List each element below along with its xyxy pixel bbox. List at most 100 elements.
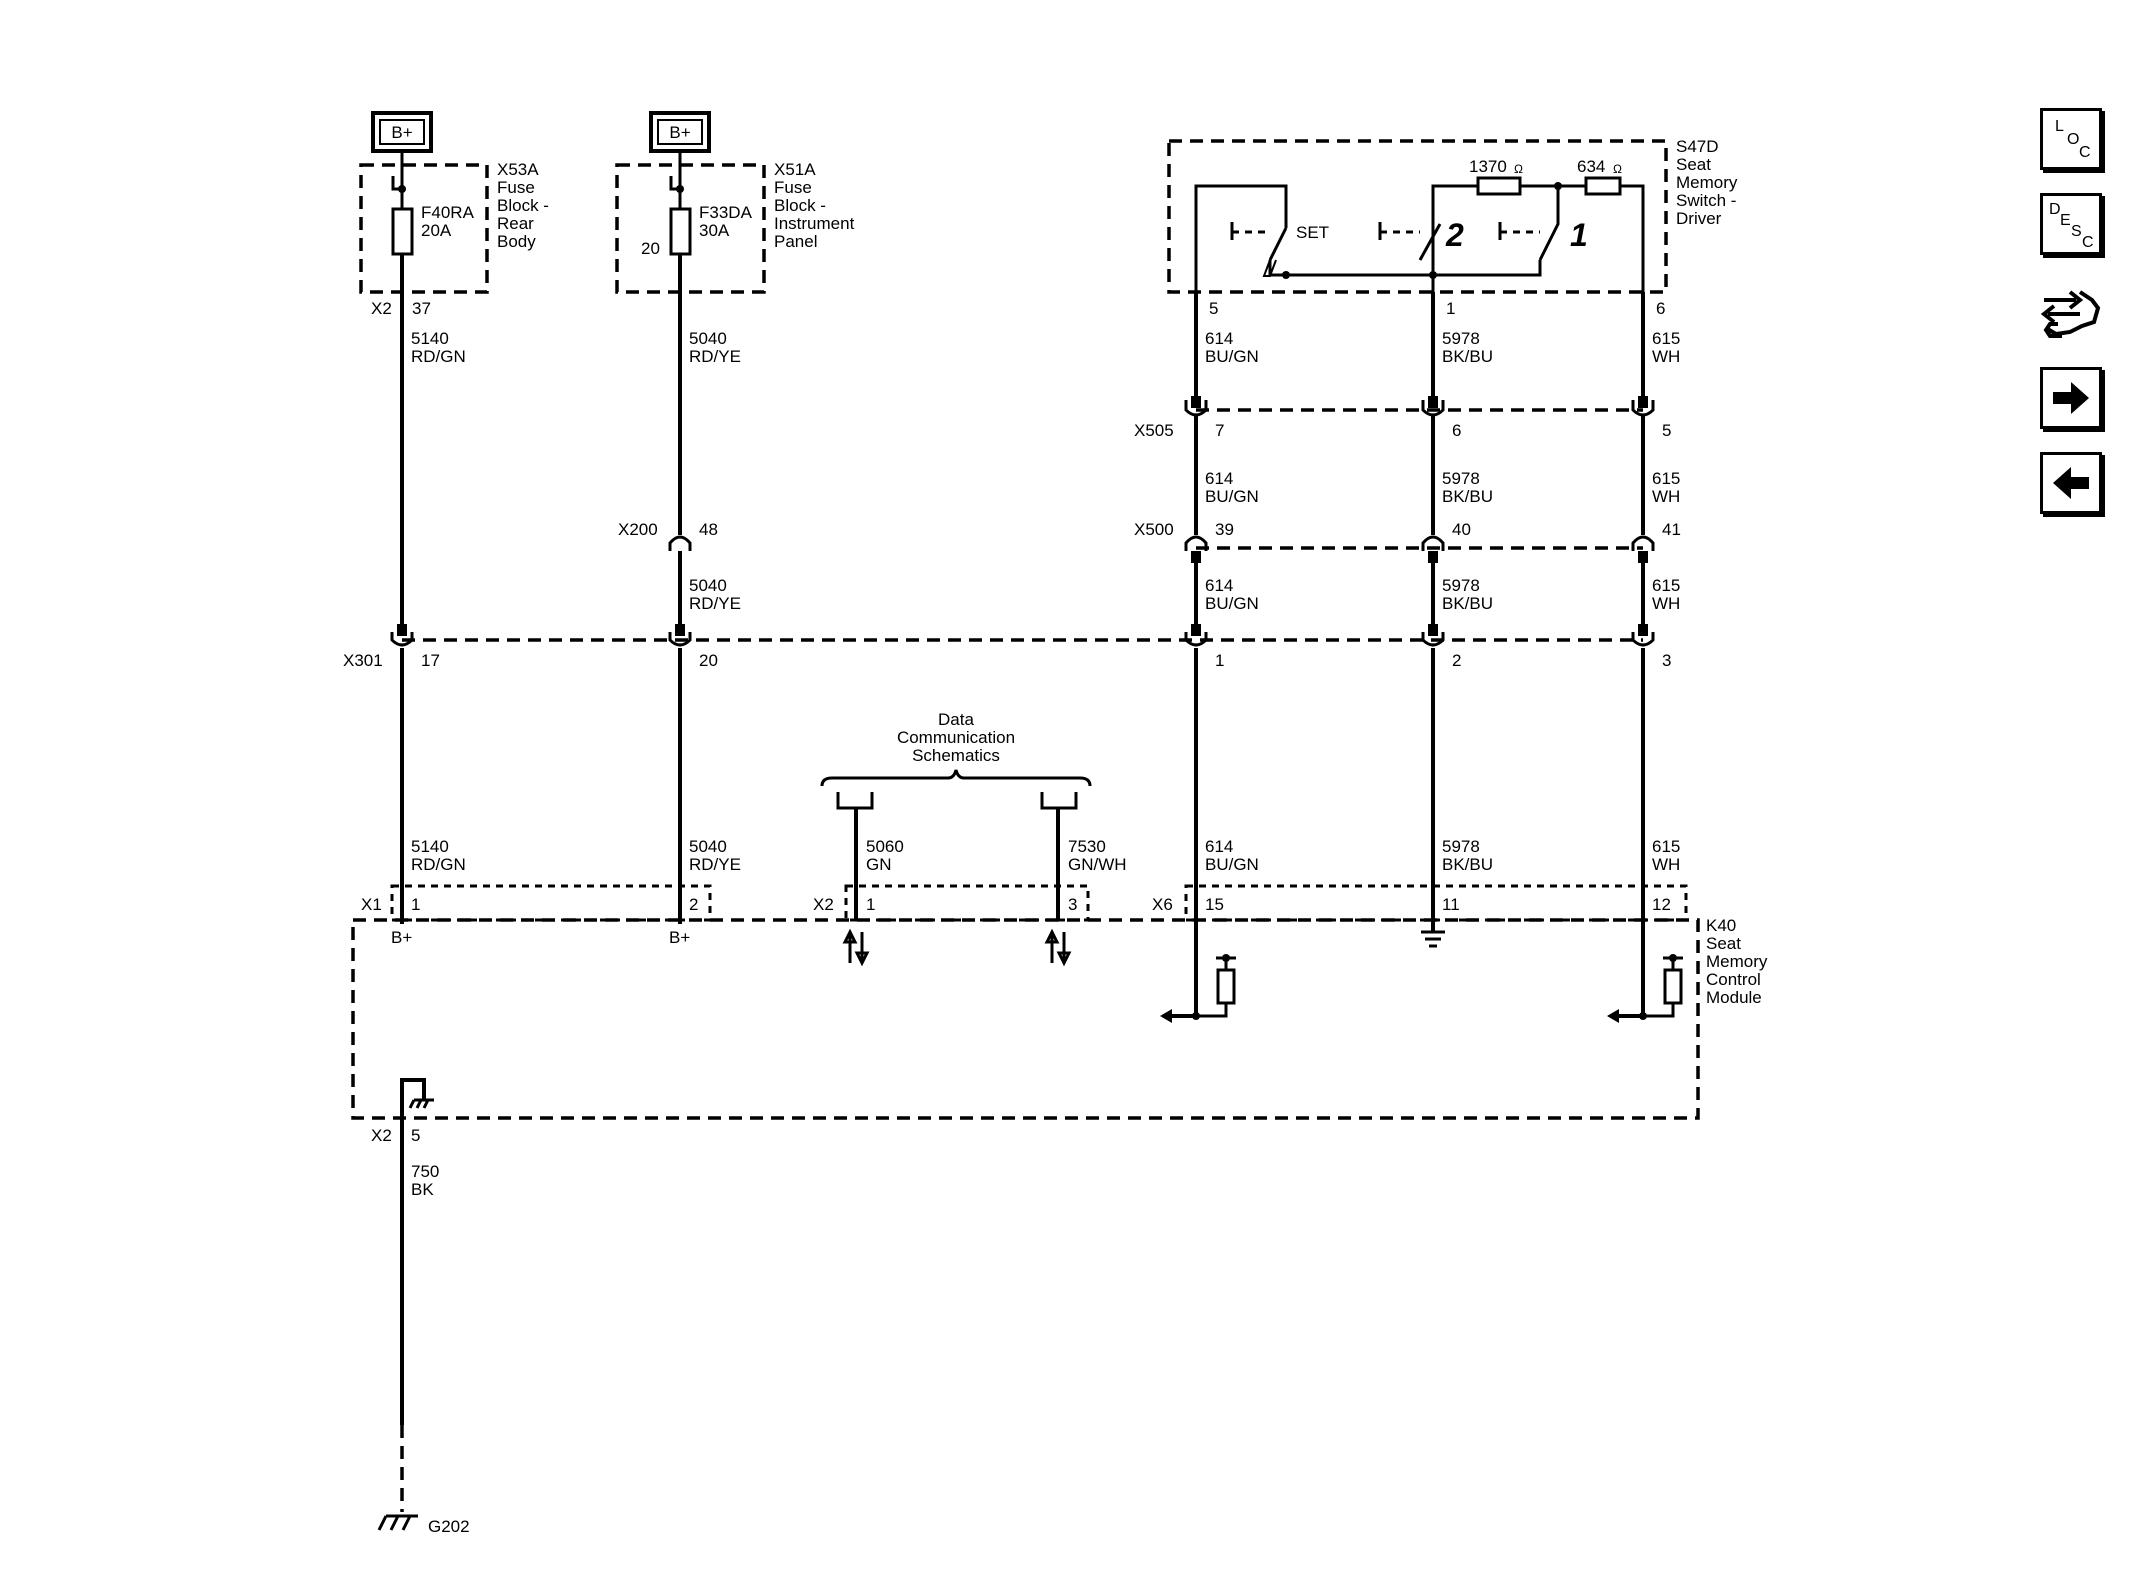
svg-text:WH: WH [1652,347,1680,366]
svg-text:Memory: Memory [1706,952,1768,971]
svg-text:X505: X505 [1134,421,1174,440]
svg-text:Module: Module [1706,988,1762,1007]
memory-button-1-label: 1 [1570,217,1588,253]
svg-text:5060: 5060 [866,837,904,856]
svg-text:X6: X6 [1152,895,1173,914]
svg-text:Instrument: Instrument [774,214,855,233]
svg-text:5978: 5978 [1442,469,1480,488]
svg-text:Rear: Rear [497,214,534,233]
svg-text:X2: X2 [371,1126,392,1145]
svg-text:1: 1 [866,895,875,914]
svg-text:12: 12 [1652,895,1671,914]
svg-text:2: 2 [1452,651,1461,670]
fuse-f33da-label: F33DA [699,203,753,222]
location-button[interactable]: L O C [2040,108,2102,170]
svg-text:BU/GN: BU/GN [1205,594,1259,613]
svg-text:1: 1 [1446,299,1455,318]
svg-text:BK: BK [411,1180,434,1199]
svg-text:615: 615 [1652,469,1680,488]
svg-text:B+: B+ [669,928,690,947]
svg-text:Data: Data [938,710,974,729]
svg-text:5040: 5040 [689,837,727,856]
svg-text:39: 39 [1215,520,1234,539]
svg-text:Schematics: Schematics [912,746,1000,765]
fuse-block-rear-conn: X2 [371,299,392,318]
svg-text:20: 20 [699,651,718,670]
fuse-block-instrument-panel: F33DA 30A 20 X51A Fuse Block - Instrumen… [615,151,855,294]
fuse-f40ra-label: F40RA [421,203,475,222]
svg-text:Driver: Driver [1676,209,1722,228]
fuse-block-ip-id: X51A [774,160,816,179]
svg-text:Block -: Block - [497,196,549,215]
svg-text:5140: 5140 [411,329,449,348]
ground-g202: G202 [377,1118,470,1536]
module-id: K40 [1706,916,1736,935]
fuse-f40ra-amps: 20A [421,221,452,240]
fuse-block-rear-pin: 37 [412,299,431,318]
fuse-block-rear-body: F40RA 20A X53A Fuse Block - Rear Body X2… [359,151,549,318]
desc-icon: D E S C [2049,201,2094,251]
fuse-block-rear-id: X53A [497,160,539,179]
svg-text:C: C [2082,234,2094,251]
next-page-button[interactable] [2040,367,2102,429]
description-button[interactable]: D E S C [2040,193,2102,255]
svg-text:Fuse: Fuse [774,178,812,197]
fuse-f33da-amps: 30A [699,221,730,240]
ground-id: G202 [428,1517,470,1536]
svg-text:5: 5 [1662,421,1671,440]
fuse-block-ip-pin: 20 [641,239,660,258]
seat-memory-control-module: K40 Seat Memory Control Module X1 1 2 B+… [351,884,1768,1145]
svg-text:750: 750 [411,1162,439,1181]
svg-text:X500: X500 [1134,520,1174,539]
svg-text:BU/GN: BU/GN [1205,347,1259,366]
svg-text:Ω: Ω [1514,162,1523,176]
svg-text:5040: 5040 [689,576,727,595]
connector-wrench-icon [2040,290,2101,338]
wire-labels: 5140 RD/GN 5040 RD/YE 614 BU/GN 5978 BK/… [411,329,1680,1199]
svg-text:BK/BU: BK/BU [1442,855,1493,874]
svg-text:7530: 7530 [1068,837,1106,856]
svg-text:6: 6 [1452,421,1461,440]
svg-text:O: O [2067,131,2079,148]
svg-text:5: 5 [1209,299,1218,318]
svg-text:Seat: Seat [1676,155,1711,174]
connector-x505: X505 7 6 5 [1134,396,1671,440]
svg-text:40: 40 [1452,520,1471,539]
resistor-1370 [1476,176,1522,196]
svg-text:11: 11 [1442,895,1460,914]
connector-tool-button[interactable] [2036,278,2106,348]
svg-text:BK/BU: BK/BU [1442,347,1493,366]
svg-text:Body: Body [497,232,536,251]
svg-text:Fuse: Fuse [497,178,535,197]
bplus-terminal-right: B+ [649,111,711,153]
svg-text:6: 6 [1656,299,1665,318]
arrow-left-icon [2053,467,2089,499]
svg-text:5978: 5978 [1442,576,1480,595]
svg-text:17: 17 [421,651,440,670]
memory-button-2-label: 2 [1445,217,1464,253]
svg-text:BK/BU: BK/BU [1442,487,1493,506]
svg-text:BU/GN: BU/GN [1205,855,1259,874]
resistor-634-value: 634 [1577,157,1605,176]
svg-text:Communication: Communication [897,728,1015,747]
svg-text:5: 5 [411,1126,420,1145]
svg-text:614: 614 [1205,837,1233,856]
svg-text:5140: 5140 [411,837,449,856]
wiring-schematic: B+ B+ F40RA 20A X53A Fuse Block - Rear B… [343,111,1768,1536]
svg-text:B+: B+ [391,928,412,947]
connector-x200: X200 48 [618,520,718,551]
previous-page-button[interactable] [2040,452,2102,514]
svg-text:D: D [2049,201,2061,218]
svg-text:7: 7 [1215,421,1224,440]
svg-text:E: E [2060,212,2071,229]
svg-text:X301: X301 [343,651,383,670]
resistor-634 [1584,176,1622,196]
svg-text:RD/YE: RD/YE [689,855,741,874]
svg-text:1: 1 [1215,651,1224,670]
svg-text:614: 614 [1205,329,1233,348]
svg-text:5978: 5978 [1442,329,1480,348]
svg-text:615: 615 [1652,576,1680,595]
svg-text:RD/GN: RD/GN [411,347,466,366]
seat-memory-switch-driver: S47D Seat Memory Switch - Driver 1370 Ω … [1167,137,1738,318]
svg-text:41: 41 [1662,520,1681,539]
